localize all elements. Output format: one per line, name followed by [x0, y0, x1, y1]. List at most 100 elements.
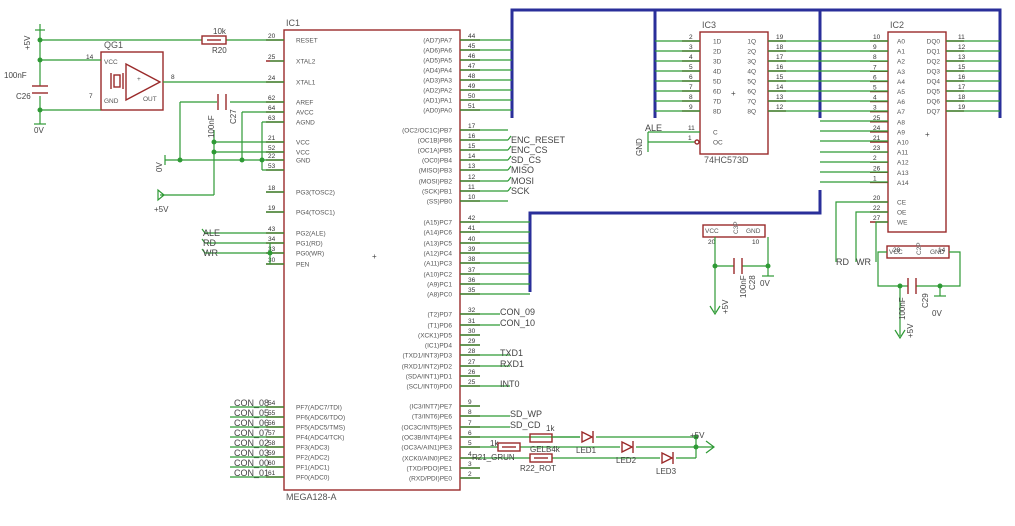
ic3-pin-number: 6 — [689, 74, 693, 81]
ic1-pin-label: (T1)PD6 — [427, 323, 452, 330]
ic1-pin-number: 26 — [468, 369, 476, 376]
ic1-pin-number: 12 — [468, 174, 476, 181]
ic1-pin-label: (SS)PB0 — [427, 199, 453, 206]
ic2-pin-number: 26 — [873, 165, 881, 172]
ic1-pin-number: 17 — [468, 123, 476, 130]
svg-text:R21_GRUN: R21_GRUN — [472, 453, 515, 462]
ic1-pin-label: (A8)PC0 — [427, 292, 452, 299]
ic1-pin-number: 57 — [268, 430, 276, 437]
ic1-pin-label: (A9)PC1 — [427, 282, 452, 289]
led3: LED3 — [656, 451, 677, 476]
ic1-pin-label: XTAL2 — [296, 59, 316, 66]
signal-label: ENC_CS — [511, 145, 548, 155]
svg-text:ALE: ALE — [645, 123, 662, 133]
ic2-pin-number: 15 — [958, 64, 966, 71]
ic3-pin-label: 1Q — [747, 39, 756, 46]
svg-text:VCC: VCC — [705, 228, 719, 235]
signal-label: SD_WP — [510, 409, 542, 419]
ic1-pin-label: (SCL/INT0)PD0 — [406, 384, 452, 391]
ic1-right-wiring — [460, 39, 715, 479]
svg-text:14: 14 — [938, 247, 946, 254]
ic1-pin-label: PG4(TOSC1) — [296, 210, 335, 217]
ic1-pin-label: (A15)PC7 — [423, 220, 452, 227]
ic1-pin-number: 38 — [468, 256, 476, 263]
svg-text:20: 20 — [708, 239, 716, 246]
signal-label: TXD1 — [500, 348, 523, 358]
svg-text:C2P: C2P — [916, 242, 923, 255]
ic2-pin-label: DQ3 — [927, 69, 941, 76]
ic1-pin-label: (A13)PC5 — [423, 241, 452, 248]
signal-label: INT0 — [500, 379, 520, 389]
ic1-pin-number: 54 — [268, 400, 276, 407]
ic1-pin-number: 20 — [268, 33, 276, 40]
ic1-pin-number: 46 — [468, 53, 476, 60]
ic1-pin-number: 8 — [468, 409, 472, 416]
ic1-pin-label: (AD3)PA3 — [423, 78, 452, 85]
svg-text:100nF: 100nF — [739, 275, 748, 298]
ic1-pin-number: 44 — [468, 33, 476, 40]
ic1-pin-number: 16 — [468, 133, 476, 140]
ic2-pin-label: A6 — [897, 99, 905, 106]
ic1-pin-label: (AD6)PA6 — [423, 48, 452, 55]
ic3-pin-number: 14 — [776, 84, 784, 91]
ic1-pin-number: 55 — [268, 410, 276, 417]
signal-label: CON_01 — [234, 468, 269, 478]
ic1-pin-number: 6 — [468, 430, 472, 437]
signal-label: RXD1 — [500, 359, 524, 369]
signal-label: SD_CS — [511, 155, 541, 165]
ic3-pin-number: 9 — [689, 104, 693, 111]
signal-label: CON_03 — [234, 448, 269, 458]
ic1-pin-number: 27 — [468, 359, 476, 366]
signal-label: SCK — [511, 186, 530, 196]
ic1-value: MEGA128-A — [286, 492, 337, 502]
svg-text:GND: GND — [930, 249, 945, 256]
ic3-name: IC3 — [702, 20, 716, 30]
ic2-pin-label: A9 — [897, 129, 905, 136]
svg-text:GND: GND — [635, 138, 644, 156]
ic2-pin-number: 8 — [873, 54, 877, 61]
ic1-pin-number: 21 — [268, 135, 276, 142]
ic1-pin-number: 56 — [268, 420, 276, 427]
ic2-pin-number: 25 — [873, 115, 881, 122]
ic1-pin-label: (XCK0/AIN0)PE2 — [402, 456, 452, 463]
ic3-pin-number: 3 — [689, 44, 693, 51]
ic1-pin-label: (IC3/INT7)PE7 — [409, 404, 452, 411]
ic1-pin-label: (OC3B/INT4)PE4 — [402, 435, 453, 442]
ic2-pin-label: A1 — [897, 49, 905, 56]
ic2-pin-number: 23 — [873, 145, 881, 152]
ic2-pin-number: 17 — [958, 84, 966, 91]
led-resistors: 1k 1k GELB4k R21_GRUN R22_ROT — [472, 424, 580, 473]
ic1-pin-label: (MISO)PB3 — [419, 168, 453, 175]
signal-label: CON_06 — [234, 418, 269, 428]
svg-text:GELB4k: GELB4k — [530, 445, 561, 454]
ic1-pin-label: PF0(ADC0) — [296, 475, 330, 482]
ic3-pin-number: 2 — [689, 34, 693, 41]
svg-text:OUT: OUT — [143, 96, 157, 103]
ic1-pin-label: (AD2)PA2 — [423, 88, 452, 95]
ic1-pin-label: (AD4)PA4 — [423, 68, 452, 75]
svg-text:+: + — [372, 252, 377, 261]
ic1-pin-number: 61 — [268, 470, 276, 477]
ic1-pin-label: VCC — [296, 140, 310, 147]
ic1-pin-number: 64 — [268, 105, 276, 112]
ic2-pin-label: A10 — [897, 140, 909, 147]
svg-text:LED1: LED1 — [576, 446, 597, 455]
ic1-pin-number: 63 — [268, 115, 276, 122]
resistor-r20: 10k R20 — [201, 27, 227, 55]
capacitor-c27: 100nF C27 — [207, 94, 238, 138]
ic1-pin-label: XTAL1 — [296, 80, 316, 87]
ic2-pin-label: DQ2 — [927, 59, 941, 66]
svg-text:C27: C27 — [229, 109, 238, 124]
ic3-pin-number: 16 — [776, 64, 784, 71]
ic1-pin-label: (T2)PD7 — [427, 312, 452, 319]
ic1-pin-number: 5 — [468, 440, 472, 447]
signal-label: ENC_RESET — [511, 135, 566, 145]
ic2-pin-label: A2 — [897, 59, 905, 66]
led1: LED1 — [576, 430, 597, 455]
ic2-pin-number: 1 — [873, 175, 877, 182]
svg-text:0V: 0V — [155, 162, 164, 172]
ic3-pin-label: 2Q — [747, 49, 756, 56]
ic1-f-signals: CON_08CON_05CON_06CON_07CON_02CON_03CON_… — [234, 398, 269, 478]
ic1-pin-number: 3 — [468, 461, 472, 468]
ic1-pin-number: 36 — [468, 277, 476, 284]
